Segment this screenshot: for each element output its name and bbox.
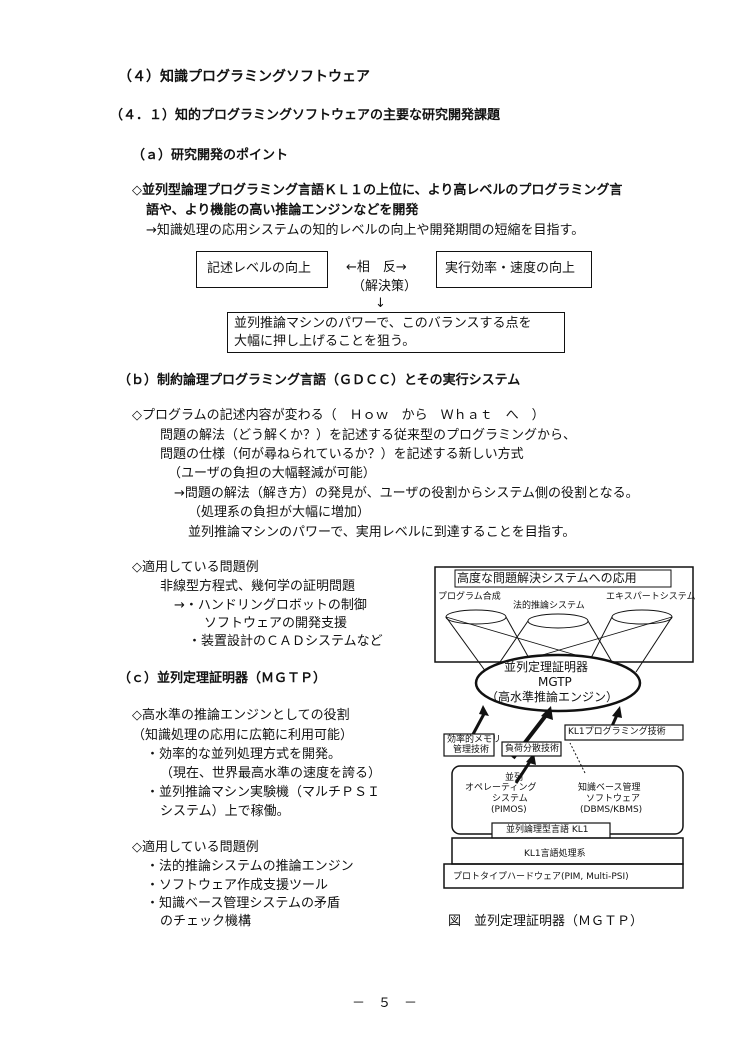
section-c-example-3: ・知識ベース管理システムの矛盾 [146,896,340,911]
section-b-example-4: ・装置設計のＣＡＤシステムなど [188,634,383,649]
core-label-3: （高水準推論エンジン） [486,690,619,704]
section-b-line-3: 問題の仕様（何が尋ねられているか？）を記述する新しい方式 [160,447,524,462]
section-c-line-5: ・並列推論マシン実験機（マルチＰＳＩ [146,785,381,800]
section-b-line-6: （処理系の負担が大幅に増加） [188,505,371,520]
section-c-title: （ｃ）並列定理証明器（ＭＧＴＰ） [118,671,327,686]
section-c-example-4: のチェック機構 [160,914,252,929]
section-c-line-4: （現在、世界最高水準の速度を誇る） [160,766,382,781]
description-level-label: 記述レベルの向上 [207,261,312,276]
section-b-examples-title: ◇適用している問題例 [132,560,259,575]
section-a-line-3: →知識処理の応用システムの知的レベルの向上や開発期間の短縮を目指す。 [146,223,585,238]
tech-memory-1: 効率的メモリ [447,735,502,745]
os-label-4: (PIMOS) [491,805,527,815]
os-label-2: オペレーティング [465,783,537,793]
sub-heading: （４．１）知的プログラミングソフトウェアの主要な研究開発課題 [110,108,501,123]
section-b-line-2: 問題の解法（どう解くか？）を記述する従来型のプログラミングから、 [160,428,577,443]
section-a-line-1: ◇並列型論理プログラミング言語ＫＬ１の上位に、より高レベルのプログラミング言 [132,183,623,198]
goal-box: 並列推論マシンのパワーで、このバランスする点を 大幅に押し上げることを狙う。 [227,312,565,353]
down-arrow-icon: ↓ [375,296,386,311]
section-b-example-1: 非線型方程式、幾何学の証明問題 [160,579,356,594]
app-expert-system: エキスパートシステム [606,592,696,602]
processor-label: KL1言語処理系 [524,849,586,859]
kb-label-1: 知識ベース管理 [578,783,641,793]
kb-label-2: ソフトウェア [586,794,641,804]
os-label-1: 並列 [505,773,524,783]
solution-label: （解決策） [352,279,418,294]
section-c-line-2: （知識処理の応用に広範に利用可能） [132,728,354,743]
section-c-line-6: システム）上で稼働。 [160,804,290,819]
language-label: 並列論理型言語 KL1 [506,825,589,835]
goal-line-1: 並列推論マシンのパワーで、このバランスする点を [234,316,532,331]
description-level-box: 記述レベルの向上 [196,251,328,288]
app-legal-reasoning: 法的推論システム [513,601,585,611]
app-program-synthesis: プログラム合成 [438,592,501,602]
section-a-line-2: 語や、より機能の高い推論エンジンなどを開発 [146,203,419,218]
tech-load-balancing: 負荷分散技術 [505,744,560,754]
section-b-title: （ｂ）制約論理プログラミング言語（ＧＤＣＣ）とその実行システム [118,373,521,388]
page-number: － ５ － [352,996,418,1011]
section-b-line-4: （ユーザの負担の大幅軽減が可能） [168,466,376,481]
section-c-line-3: ・効率的な並列処理方式を開発。 [146,747,342,762]
section-b-line-5: →問題の解法（解き方）の発見が、ユーザの役割からシステム側の役割となる。 [174,486,639,501]
section-c-example-1: ・法的推論システムの推論エンジン [146,859,354,874]
section-c-example-2: ・ソフトウェア作成支援ツール [146,878,329,893]
tech-kl1-programming: KL1プログラミング技術 [568,727,666,737]
core-label-2: MGTP [538,675,572,689]
os-label-3: システム [492,794,528,804]
goal-line-2: 大幅に押し上げることを狙う。 [234,334,416,349]
tech-memory-2: 管理技術 [453,745,490,755]
section-c-line-1: ◇高水準の推論エンジンとしての役割 [132,708,350,723]
section-c-examples-title: ◇適用している問題例 [132,840,259,855]
kb-label-3: (DBMS/KBMS) [580,805,643,815]
section-b-example-3: ソフトウェアの開発支援 [204,616,348,631]
diagram-top-title: 高度な問題解決システムへの応用 [457,571,637,585]
section-b-example-2: →・ハンドリングロボットの制御 [174,598,367,613]
section-b-line-1: ◇プログラムの記述内容が変わる（ Ｈｏｗ から Ｗｈａｔ へ ） [132,408,545,423]
section-a-title: （ａ）研究開発のポイント [132,148,289,163]
main-heading: （４）知識プログラミングソフトウェア [118,69,370,85]
core-label-1: 並列定理証明器 [504,660,589,674]
diagram-caption: 図 並列定理証明器（ＭＧＴＰ） [448,914,644,929]
execution-efficiency-label: 実行効率・速度の向上 [445,261,576,276]
hardware-label: プロトタイプハードウェア(PIM, Multi-PSI) [453,872,629,882]
section-b-line-7: 並列推論マシンのパワーで、実用レベルに到達することを目指す。 [188,525,576,540]
execution-efficiency-box: 実行効率・速度の向上 [436,251,592,288]
tradeoff-label: ←相 反→ [346,260,407,275]
